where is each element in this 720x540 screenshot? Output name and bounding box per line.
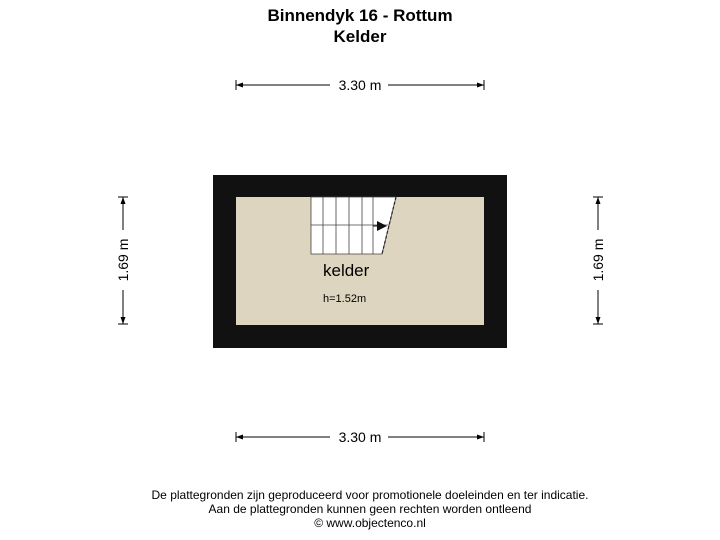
right-dimension-label: 1.69 m bbox=[590, 239, 606, 282]
top-dimension-label: 3.30 m bbox=[339, 77, 382, 93]
plan-floor-title: Kelder bbox=[333, 27, 387, 46]
plan-address-title: Binnendyk 16 - Rottum bbox=[267, 6, 453, 25]
right-dimension: 1.69 m bbox=[590, 196, 606, 325]
bottom-dimension-label: 3.30 m bbox=[339, 429, 382, 445]
staircase bbox=[310, 196, 397, 255]
room-height-label: h=1.52m bbox=[323, 293, 366, 305]
left-dimension: 1.69 m bbox=[115, 196, 131, 325]
bottom-dimension: 3.30 m bbox=[235, 429, 485, 445]
copyright-line: © www.objectenco.nl bbox=[314, 516, 426, 530]
disclaimer-line-2: Aan de plattegronden kunnen geen rechten… bbox=[208, 502, 532, 516]
stair-arrow-head bbox=[377, 221, 387, 231]
left-dimension-label: 1.69 m bbox=[115, 239, 131, 282]
disclaimer-line-1: De plattegronden zijn geproduceerd voor … bbox=[151, 488, 589, 502]
top-dimension: 3.30 m bbox=[235, 77, 485, 93]
room-name-label: kelder bbox=[323, 261, 370, 280]
